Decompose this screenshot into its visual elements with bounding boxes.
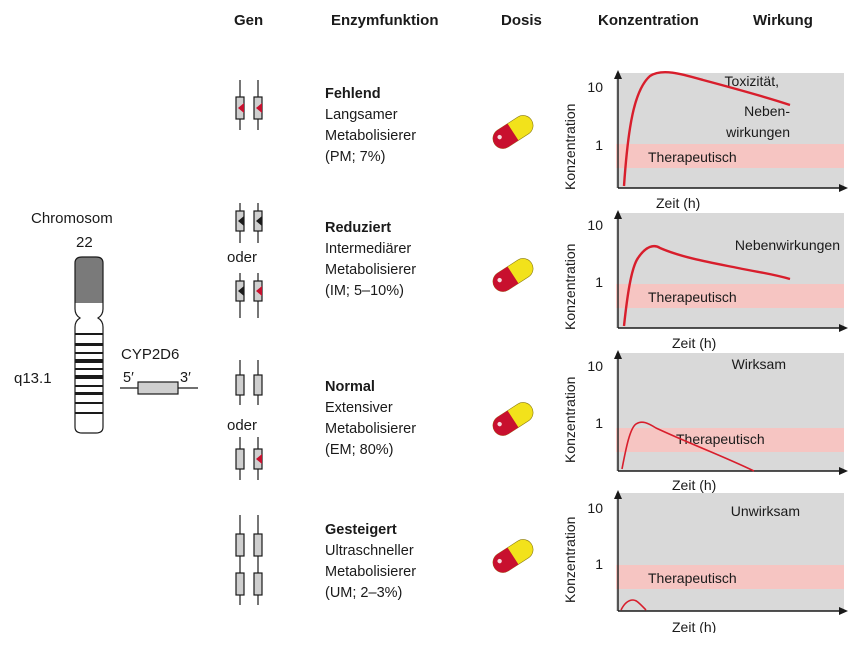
pill-icon [492, 258, 534, 292]
frequency-label: (EM; 80%) [325, 442, 394, 458]
pill-icon [492, 402, 534, 436]
therapeutic-label: Therapeutisch [648, 289, 737, 305]
metabolizer-word: Metabolisierer [325, 128, 417, 144]
y-tick-1: 1 [595, 415, 603, 431]
pill-icon [492, 115, 534, 149]
metabolizer-word: Metabolisierer [325, 564, 417, 580]
metabolizer-type: Intermediärer [325, 241, 412, 257]
chart-em: 10 1 Konzentration Zeit (h) Therapeutisc… [562, 350, 848, 493]
chart-im: 10 1 Konzentration Zeit (h) Therapeutisc… [562, 210, 848, 351]
enzyme-row-em: Normal Extensiver Metabolisierer (EM; 80… [325, 377, 416, 461]
chart-pm: 10 1 Konzentration Zeit (h) Therapeutisc… [562, 70, 848, 211]
band-label: q13.1 [14, 370, 52, 387]
chromosome-diagram [74, 256, 198, 434]
y-tick-10: 10 [587, 358, 603, 374]
y-tick-1: 1 [595, 556, 603, 572]
therapeutic-label: Therapeutisch [648, 149, 737, 165]
frequency-label: (UM; 2–3%) [325, 585, 403, 601]
effect-label: Nebenwirkungen [735, 237, 840, 253]
therapeutic-band [616, 144, 844, 168]
status-label: Normal [325, 379, 375, 395]
header-dose: Dosis [501, 12, 542, 29]
therapeutic-band [616, 284, 844, 308]
header-effect: Wirkung [753, 12, 813, 29]
enzyme-row-pm: Fehlend Langsamer Metabolisierer (PM; 7%… [325, 84, 416, 168]
concentration-curve [620, 599, 647, 611]
concentration-curve [622, 244, 791, 327]
therapeutic-band [616, 428, 844, 452]
therapeutic-label: Therapeutisch [676, 431, 765, 447]
metabolizer-type: Ultraschneller [325, 543, 414, 559]
chart-panel [616, 353, 844, 471]
header-enzyme-function: Enzymfunktion [331, 12, 439, 29]
concentration-curve [621, 421, 755, 472]
gene-diagrams [235, 80, 263, 605]
metabolizer-word: Metabolisierer [325, 262, 417, 278]
concentration-curve [622, 70, 791, 187]
y-axis-label: Konzentration [562, 517, 578, 603]
chart-panel [616, 493, 844, 611]
y-tick-1: 1 [595, 137, 603, 153]
x-axis-label: Zeit (h) [672, 619, 716, 633]
effect-label: Wirksam [732, 356, 786, 372]
y-axis-label: Konzentration [562, 104, 578, 190]
metabolizer-word: Metabolisierer [325, 421, 417, 437]
chromosome-label: Chromosom [31, 210, 113, 227]
status-label: Fehlend [325, 86, 381, 102]
chromosome-number: 22 [76, 234, 93, 251]
pill-icon [492, 539, 534, 573]
three-prime-label: 3′ [180, 370, 191, 386]
gene-label: CYP2D6 [121, 346, 180, 363]
effect-label-line-1: Toxizität, [725, 73, 779, 89]
y-tick-1: 1 [595, 274, 603, 290]
header-gen: Gen [234, 12, 264, 29]
metabolizer-type: Langsamer [325, 107, 398, 123]
frequency-label: (IM; 5–10%) [325, 283, 404, 299]
therapeutic-label: Therapeutisch [648, 570, 737, 586]
x-axis-label: Zeit (h) [656, 195, 700, 211]
metabolizer-type: Extensiver [325, 400, 393, 416]
y-axis-label: Konzentration [562, 244, 578, 330]
status-label: Gesteigert [325, 522, 397, 538]
chart-panel [616, 73, 844, 188]
oder-label-normal: oder [227, 417, 258, 434]
effect-label: Unwirksam [731, 503, 800, 519]
chart-panel [616, 213, 844, 328]
y-tick-10: 10 [587, 500, 603, 516]
status-label: Reduziert [325, 220, 392, 236]
effect-label-line-2: Neben- [744, 103, 790, 119]
frequency-label: (PM; 7%) [325, 149, 386, 165]
enzyme-row-im: Reduziert Intermediärer Metabolisierer (… [325, 218, 416, 302]
oder-label-reduced: oder [227, 249, 258, 266]
five-prime-label: 5′ [123, 370, 134, 386]
header-concentration: Konzentration [598, 12, 699, 29]
chart-um: 10 1 Konzentration Zeit (h) Therapeutisc… [562, 490, 848, 633]
effect-label-line-3: wirkungen [725, 124, 790, 140]
x-axis-label: Zeit (h) [672, 335, 716, 351]
y-tick-10: 10 [587, 217, 603, 233]
y-tick-10: 10 [587, 79, 603, 95]
x-axis-label: Zeit (h) [672, 477, 716, 493]
enzyme-row-um: Gesteigert Ultraschneller Metabolisierer… [325, 520, 416, 604]
y-axis-label: Konzentration [562, 377, 578, 463]
therapeutic-band [616, 565, 844, 589]
